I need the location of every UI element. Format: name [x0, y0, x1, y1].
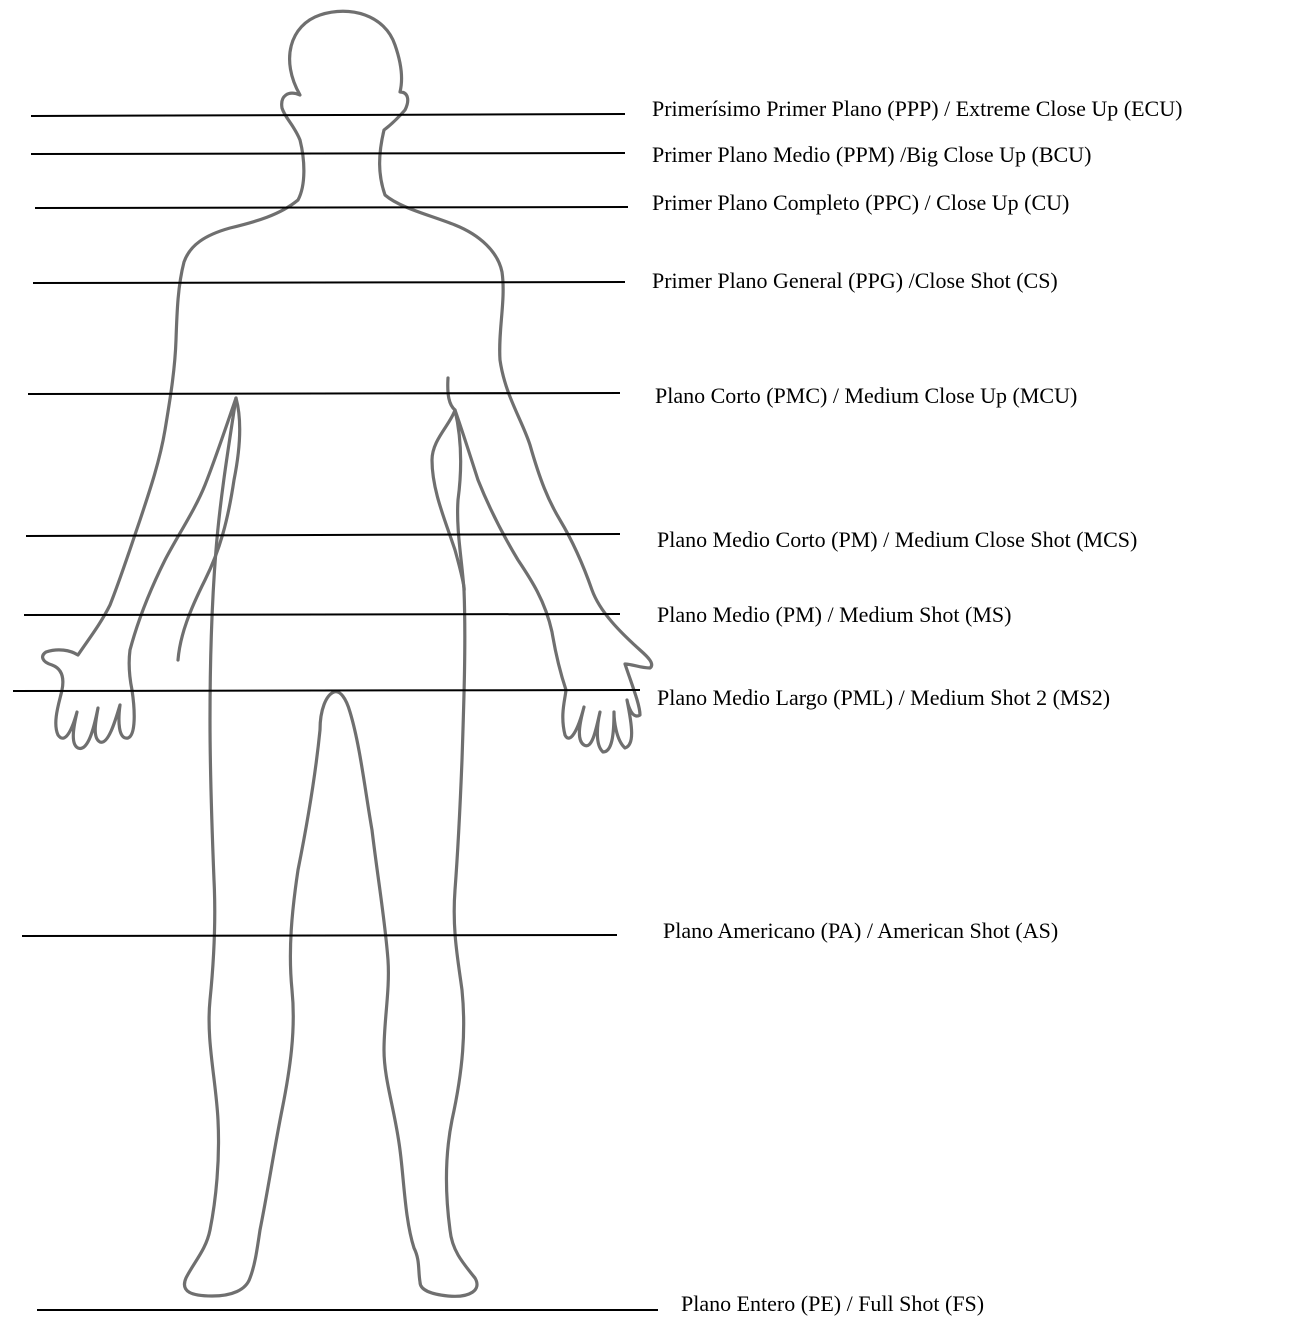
shot-line-cs [33, 282, 625, 283]
shot-labels: Primerísimo Primer Plano (PPP) / Extreme… [652, 96, 1182, 1316]
shot-label-cs: Primer Plano General (PPG) /Close Shot (… [652, 268, 1058, 293]
body-silhouette [43, 11, 652, 1296]
shot-lines [13, 114, 658, 1310]
shot-label-fs: Plano Entero (PE) / Full Shot (FS) [681, 1291, 984, 1316]
shot-label-ecu: Primerísimo Primer Plano (PPP) / Extreme… [652, 96, 1182, 121]
shot-label-mcu: Plano Corto (PMC) / Medium Close Up (MCU… [655, 383, 1077, 408]
human-figure-outline [43, 11, 652, 1296]
shot-line-ecu [31, 114, 625, 116]
shot-label-ms2: Plano Medio Largo (PML) / Medium Shot 2 … [657, 685, 1110, 710]
shot-line-bcu [31, 153, 625, 154]
shot-label-mcs: Plano Medio Corto (PM) / Medium Close Sh… [657, 527, 1137, 552]
shot-line-ms2 [13, 690, 640, 691]
shot-label-cu: Primer Plano Completo (PPC) / Close Up (… [652, 190, 1069, 215]
shot-label-bcu: Primer Plano Medio (PPM) /Big Close Up (… [652, 142, 1091, 167]
shot-line-cu [35, 207, 628, 208]
shot-line-mcu [28, 393, 620, 394]
shot-line-mcs [26, 534, 620, 536]
shot-label-ms: Plano Medio (PM) / Medium Shot (MS) [657, 602, 1011, 627]
shot-line-ms [24, 614, 620, 615]
shot-line-as [22, 935, 617, 936]
shot-label-as: Plano Americano (PA) / American Shot (AS… [663, 918, 1058, 943]
